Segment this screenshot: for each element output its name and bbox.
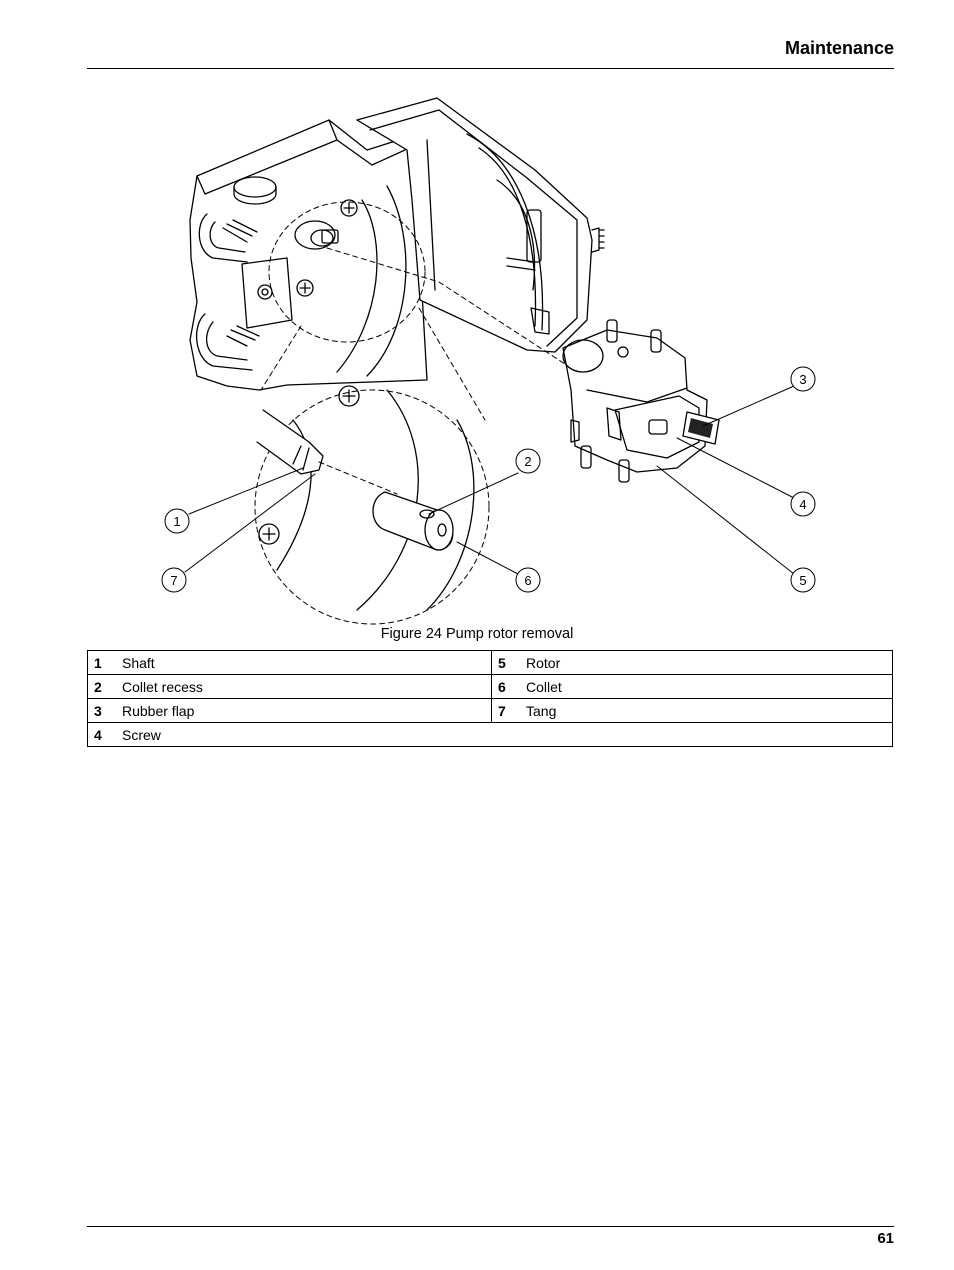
legend-label: Screw — [122, 726, 161, 743]
legend-number: 2 — [94, 678, 102, 695]
legend-cell: 6 Collet — [491, 674, 893, 699]
legend-cell: 7 Tang — [491, 698, 893, 723]
pump-rotor-illustration: 1 2 3 4 5 6 7 — [161, 97, 816, 625]
legend-row: 3 Rubber flap 7 Tang — [87, 698, 893, 723]
section-title: Maintenance — [784, 38, 894, 58]
pump-cover — [356, 97, 605, 353]
callout-1: 1 — [173, 514, 180, 529]
callout-4: 4 — [799, 497, 806, 512]
legend-number: 3 — [94, 702, 102, 719]
callout-leaders — [184, 385, 795, 575]
detail-circles — [254, 201, 566, 625]
callout-5: 5 — [799, 573, 806, 588]
legend-cell: 3 Rubber flap — [87, 698, 492, 723]
legend-cell: 1 Shaft — [87, 650, 492, 675]
rotor-assembly — [562, 319, 720, 483]
pump-housing — [189, 119, 428, 391]
callout-2: 2 — [524, 454, 531, 469]
legend-number: 7 — [498, 702, 506, 719]
legend-number: 1 — [94, 654, 102, 671]
callout-6: 6 — [524, 573, 531, 588]
legend-cell: 5 Rotor — [491, 650, 893, 675]
legend-number: 6 — [498, 678, 506, 695]
legend-label: Rubber flap — [122, 702, 195, 719]
legend-label: Rotor — [526, 654, 561, 671]
detail-view — [256, 385, 475, 611]
legend-cell: 4 Screw — [87, 722, 893, 747]
legend-label: Collet — [526, 678, 562, 695]
page-number: 61 — [877, 1230, 894, 1247]
callout-7: 7 — [170, 573, 177, 588]
legend-number: 4 — [94, 726, 102, 743]
legend-label: Tang — [526, 702, 557, 719]
legend-label: Collet recess — [122, 678, 203, 695]
header-rule — [87, 68, 894, 69]
legend-cell: 2 Collet recess — [87, 674, 492, 699]
callout-bubbles — [161, 366, 816, 593]
callout-3: 3 — [799, 372, 806, 387]
legend-table: 1 Shaft 5 Rotor 2 Collet recess 6 Collet — [87, 650, 893, 747]
legend-row: 4 Screw — [87, 722, 893, 747]
legend-row: 2 Collet recess 6 Collet — [87, 674, 893, 699]
legend-row: 1 Shaft 5 Rotor — [87, 650, 893, 675]
legend-label: Shaft — [122, 654, 155, 671]
legend-number: 5 — [498, 654, 506, 671]
footer-rule — [87, 1226, 894, 1227]
figure-caption: Figure 24 Pump rotor removal — [380, 626, 574, 642]
